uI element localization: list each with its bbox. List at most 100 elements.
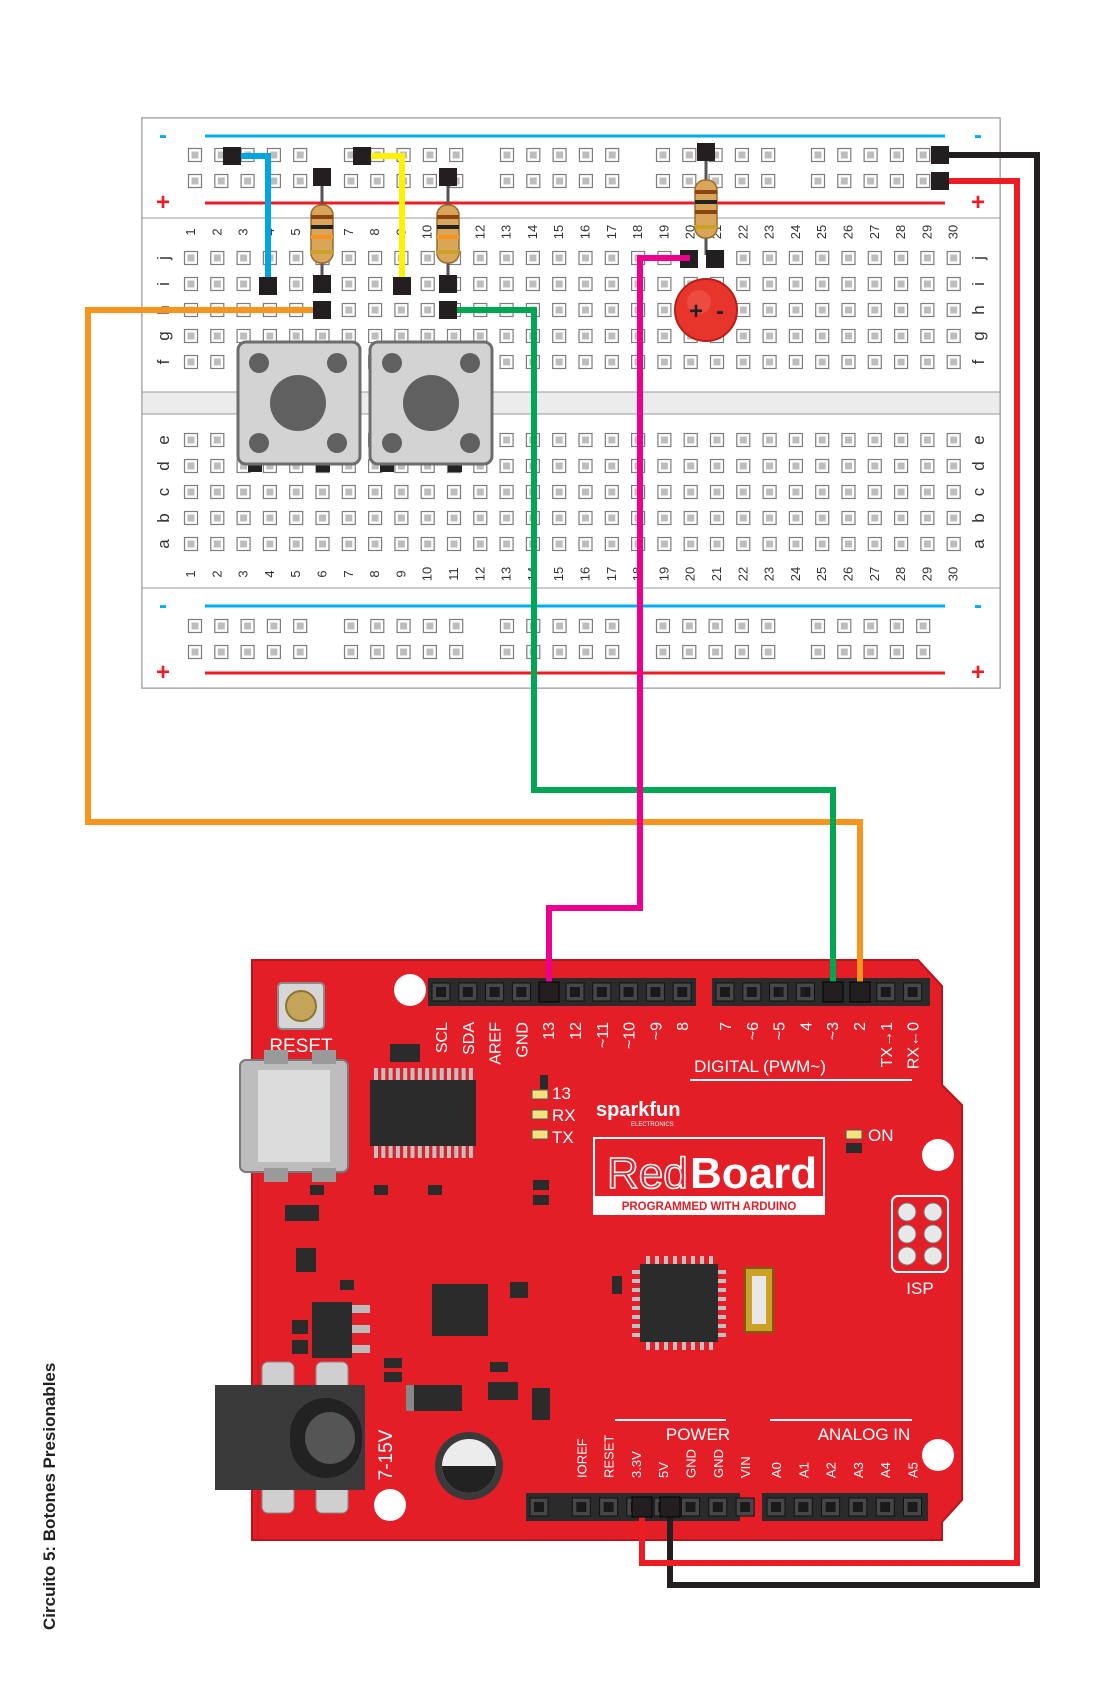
breadboard-hole-inner (919, 177, 927, 185)
chip-pin (388, 1146, 393, 1158)
header-pin-hole (462, 987, 473, 997)
column-number: 17 (604, 567, 619, 581)
row-letter: e (969, 435, 988, 444)
breadboard-hole-inner (555, 306, 563, 314)
isp-label: ISP (906, 1279, 933, 1298)
pushbutton-2[interactable] (368, 340, 494, 472)
mounting-hole (394, 974, 426, 1006)
button-cap[interactable] (270, 375, 326, 431)
breadboard-hole-inner (270, 622, 278, 630)
header-pin-hole (773, 987, 784, 997)
breadboard-hole-inner (845, 280, 852, 288)
row-letter: a (969, 539, 988, 549)
orange-wire[interactable] (85, 307, 863, 988)
breadboard-hole-inner (685, 151, 693, 159)
analog-pin-label: A5 (906, 1462, 921, 1478)
digital-pin-label: 4 (798, 1022, 815, 1031)
breadboard-hole-inner (582, 540, 589, 548)
column-number: 7 (341, 228, 356, 235)
black-wire[interactable] (667, 152, 1040, 1588)
breadboard-hole-inner (845, 488, 852, 496)
rail-minus-sign: - (974, 122, 982, 149)
chip-pin (646, 1342, 650, 1350)
button-corner-dot (382, 433, 402, 453)
usb-tab (264, 1050, 288, 1064)
breadboard-hole-inner (345, 540, 353, 548)
chip-pin (682, 1256, 686, 1264)
breadboard-hole-inner (713, 540, 721, 548)
breadboard-hole-inner (923, 436, 931, 444)
on-label: ON (868, 1126, 894, 1145)
breadboard-hole-inner (582, 306, 589, 314)
breadboard-hole-inner (345, 306, 353, 314)
red-led: + - (674, 250, 738, 342)
header-pin-hole (596, 987, 607, 997)
breadboard-hole-inner (244, 648, 252, 656)
pushbutton-1[interactable] (236, 340, 362, 472)
button-cap[interactable] (403, 375, 459, 431)
breadboard-hole-inner (712, 648, 720, 656)
breadboard-hole-inner (213, 280, 221, 288)
column-number: 13 (499, 567, 514, 581)
breadboard-hole-inner (217, 622, 225, 630)
breadboard-hole-inner (424, 332, 432, 340)
resistor-body (436, 204, 460, 264)
resistor-band (437, 215, 459, 219)
breadboard-hole-inner (373, 177, 381, 185)
breadboard-hole-inner (897, 514, 905, 522)
usb-connector (239, 1050, 349, 1182)
breadboard-hole-inner (266, 462, 274, 470)
green-wire[interactable] (448, 307, 836, 988)
breadboard-hole-inner (426, 151, 434, 159)
red-wire[interactable] (639, 178, 1020, 1566)
column-number: 19 (656, 225, 671, 239)
blue-wire[interactable] (232, 153, 271, 286)
breadboard-hole-inner (871, 254, 879, 262)
chip-pin (461, 1068, 466, 1080)
reset-button-cap[interactable] (285, 990, 317, 1022)
chip-pin (439, 1068, 444, 1080)
breadboard-hole-inner (217, 151, 225, 159)
column-number: 4 (262, 570, 277, 577)
breadboard-hole-inner (871, 436, 879, 444)
breadboard-hole-inner (296, 648, 304, 656)
power-jack (215, 1361, 365, 1514)
breadboard-hole-inner (871, 306, 879, 314)
magenta-wire[interactable] (546, 255, 690, 988)
breadboard-hole-inner (213, 462, 221, 470)
chip-pin (454, 1146, 459, 1158)
breadboard-hole-inner (685, 648, 693, 656)
column-number: 6 (315, 570, 330, 577)
voltage-regulator (312, 1302, 370, 1358)
chip-pin (709, 1256, 713, 1264)
breadboard-hole-inner (659, 151, 667, 159)
breadboard-hole-inner (452, 648, 460, 656)
breadboard-hole-inner (556, 622, 564, 630)
breadboard-hole-inner (764, 151, 772, 159)
digital-pin-label: SCL (434, 1022, 451, 1053)
breadboard-hole-inner (529, 151, 537, 159)
breadboard-hole-inner (919, 622, 927, 630)
breadboard-hole-inner (476, 332, 484, 340)
digital-pin-label: ~3 (825, 1022, 842, 1040)
breadboard-hole-inner (919, 151, 927, 159)
breadboard-hole-inner (950, 488, 958, 496)
breadboard-hole-inner (187, 332, 195, 340)
breadboard-hole-inner (582, 622, 590, 630)
led-on (845, 1129, 863, 1140)
breadboard-hole-inner (950, 358, 958, 366)
chip-pin (632, 1279, 640, 1283)
breadboard-hole-inner (191, 622, 199, 630)
breadboard-hole-inner (871, 332, 879, 340)
breadboard-hole-inner (766, 358, 774, 366)
smd-part (296, 1248, 316, 1272)
chip-pin (673, 1256, 677, 1264)
crystal-top (752, 1276, 766, 1324)
breadboard-hole-inner (213, 254, 221, 262)
reset-button[interactable] (277, 982, 325, 1030)
yellow-wire[interactable] (362, 153, 405, 286)
regulator-pin (352, 1325, 370, 1333)
led-label-rx: RX (552, 1106, 576, 1125)
breadboard-hole-inner (659, 648, 667, 656)
breadboard-hole-inner (503, 177, 511, 185)
